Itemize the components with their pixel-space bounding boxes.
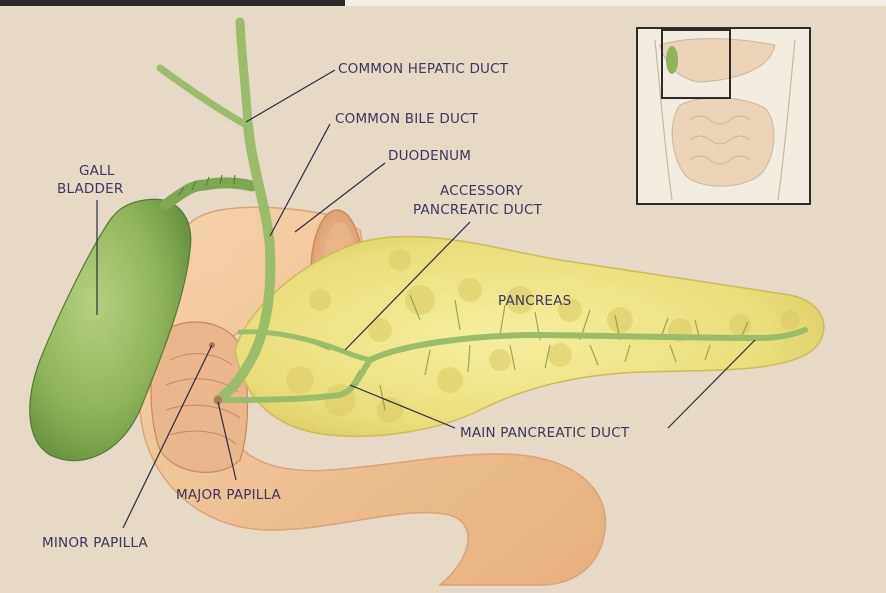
label-common-hepatic-duct: COMMON HEPATIC DUCT (338, 61, 509, 77)
label-pancreas: PANCREAS (498, 293, 571, 309)
label-gall-bladder-line2: BLADDER (57, 181, 123, 197)
inset-thumbnail (637, 28, 810, 204)
label-major-papilla: MAJOR PAPILLA (176, 487, 282, 503)
label-duodenum: DUODENUM (388, 148, 471, 164)
inset-intestine (672, 98, 774, 186)
label-common-bile-duct: COMMON BILE DUCT (335, 111, 479, 127)
label-minor-papilla: MINOR PAPILLA (42, 535, 148, 551)
label-accessory-duct-line1: ACCESSORY (440, 183, 523, 199)
label-accessory-duct-line2: PANCREATIC DUCT (413, 202, 543, 218)
top-strip-light (345, 0, 886, 6)
label-main-pancreatic-duct: MAIN PANCREATIC DUCT (460, 425, 630, 441)
label-gall-bladder-line1: GALL (79, 163, 115, 179)
inset-gallbladder (666, 46, 678, 74)
top-strip (0, 0, 345, 6)
